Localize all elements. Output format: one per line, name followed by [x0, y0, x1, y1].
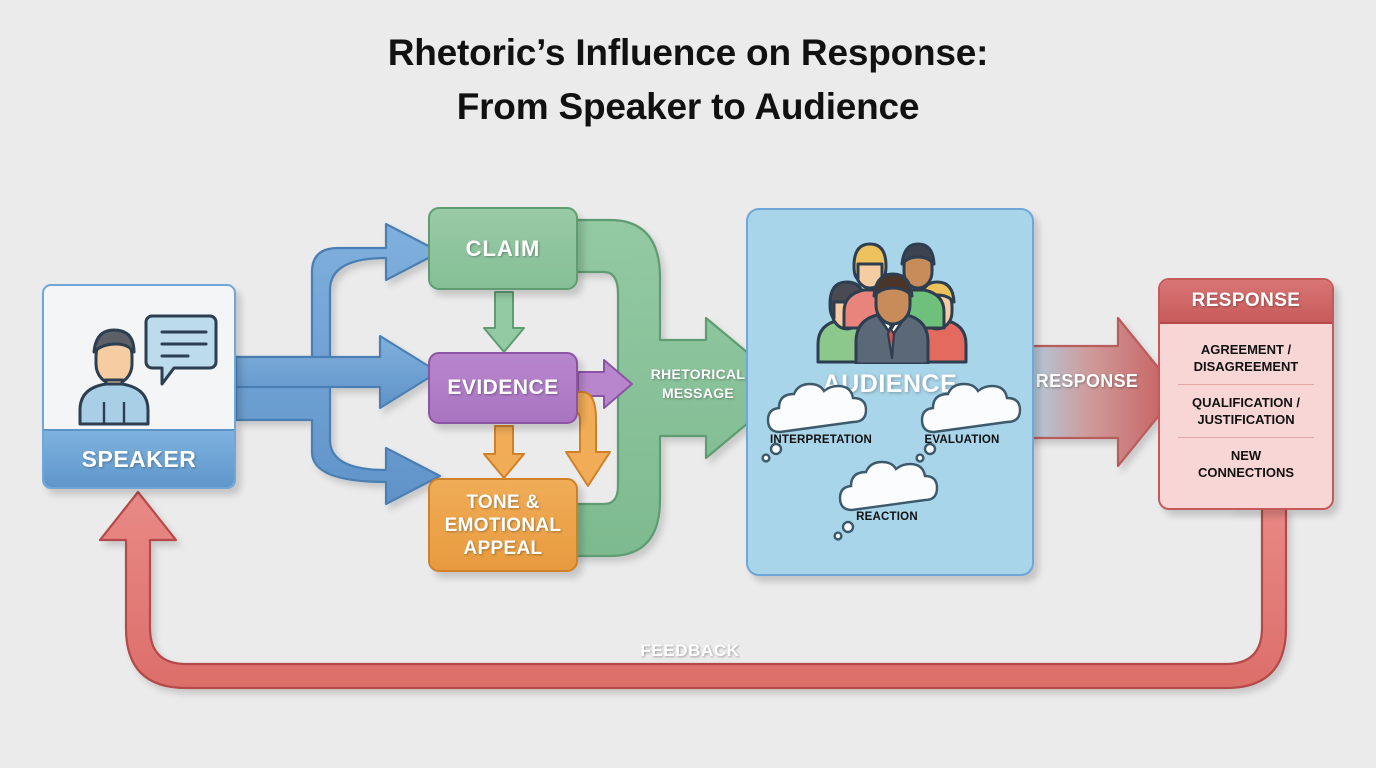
- claim-to-evidence-arrow: [483, 291, 525, 353]
- response-card[interactable]: RESPONSE AGREEMENT / DISAGREEMENT QUALIF…: [1158, 278, 1334, 510]
- rhetorical-message-line-2: MESSAGE: [661, 385, 735, 401]
- audience-panel[interactable]: AUDIENCE: [746, 208, 1034, 576]
- group-of-people-icon: [816, 242, 968, 364]
- response-divider: [1178, 437, 1314, 438]
- tone-label-line-3: APPEAL: [463, 537, 543, 559]
- thought-clouds: [761, 382, 1022, 541]
- tone-label: TONE & EMOTIONAL APPEAL: [445, 491, 562, 560]
- tone-label-line-2: EMOTIONAL: [444, 514, 562, 536]
- person-speech-bubble-icon: [78, 314, 218, 426]
- evaluation-label: EVALUATION: [924, 434, 1000, 446]
- response-header-label: RESPONSE: [1191, 290, 1301, 311]
- response-item-agreement-line-1: AGREEMENT /: [1200, 342, 1292, 357]
- rhetorical-message-label: RHETORICAL MESSAGE: [620, 365, 776, 403]
- response-item-new-connections-line-2: CONNECTIONS: [1197, 465, 1295, 480]
- response-item-agreement-line-2: DISAGREEMENT: [1193, 359, 1299, 374]
- tone-emotional-appeal-box[interactable]: TONE & EMOTIONAL APPEAL: [428, 478, 578, 572]
- evidence-to-tone-arrow: [483, 425, 525, 479]
- speaker-to-pillars-arrow: [234, 222, 442, 506]
- feedback-label: FEEDBACK: [640, 641, 740, 660]
- response-divider: [1178, 384, 1314, 385]
- response-item-qualification: QUALIFICATION / JUSTIFICATION: [1168, 385, 1324, 437]
- claim-label: CLAIM: [465, 235, 541, 261]
- feedback-loop-arrow: [98, 490, 1288, 690]
- interpretation-label: INTERPRETATION: [769, 434, 873, 446]
- response-item-agreement: AGREEMENT / DISAGREEMENT: [1168, 332, 1324, 384]
- response-item-new-connections-line-1: NEW: [1230, 448, 1262, 463]
- response-body: AGREEMENT / DISAGREEMENT QUALIFICATION /…: [1160, 324, 1332, 490]
- title-line-1: Rhetoric’s Influence on Response:: [387, 32, 989, 73]
- response-item-qualification-line-1: QUALIFICATION /: [1191, 395, 1301, 410]
- page-title: Rhetoric’s Influence on Response: From S…: [0, 26, 1376, 134]
- title-line-2: From Speaker to Audience: [456, 86, 920, 127]
- speaker-label: SPEAKER: [81, 445, 197, 472]
- audience-to-response-arrow: [1016, 316, 1180, 468]
- rhetorical-message-line-1: RHETORICAL: [650, 366, 746, 382]
- tone-label-line-1: TONE &: [466, 491, 540, 513]
- reaction-cloud: [833, 460, 939, 541]
- evidence-box[interactable]: EVIDENCE: [428, 352, 578, 424]
- evidence-label: EVIDENCE: [447, 376, 559, 399]
- speaker-card[interactable]: SPEAKER: [42, 284, 236, 489]
- response-item-qualification-line-2: JUSTIFICATION: [1197, 412, 1295, 427]
- claim-box[interactable]: CLAIM: [428, 207, 578, 290]
- response-header: RESPONSE: [1160, 280, 1332, 324]
- response-arrow-label: RESPONSE: [1035, 371, 1139, 391]
- rhetorical-message-arrow: [558, 218, 792, 558]
- response-item-new-connections: NEW CONNECTIONS: [1168, 438, 1324, 490]
- interpretation-cloud: [761, 382, 868, 463]
- speaker-label-bar: SPEAKER: [44, 429, 234, 487]
- reaction-label: REACTION: [856, 511, 918, 523]
- evaluation-cloud: [915, 382, 1022, 463]
